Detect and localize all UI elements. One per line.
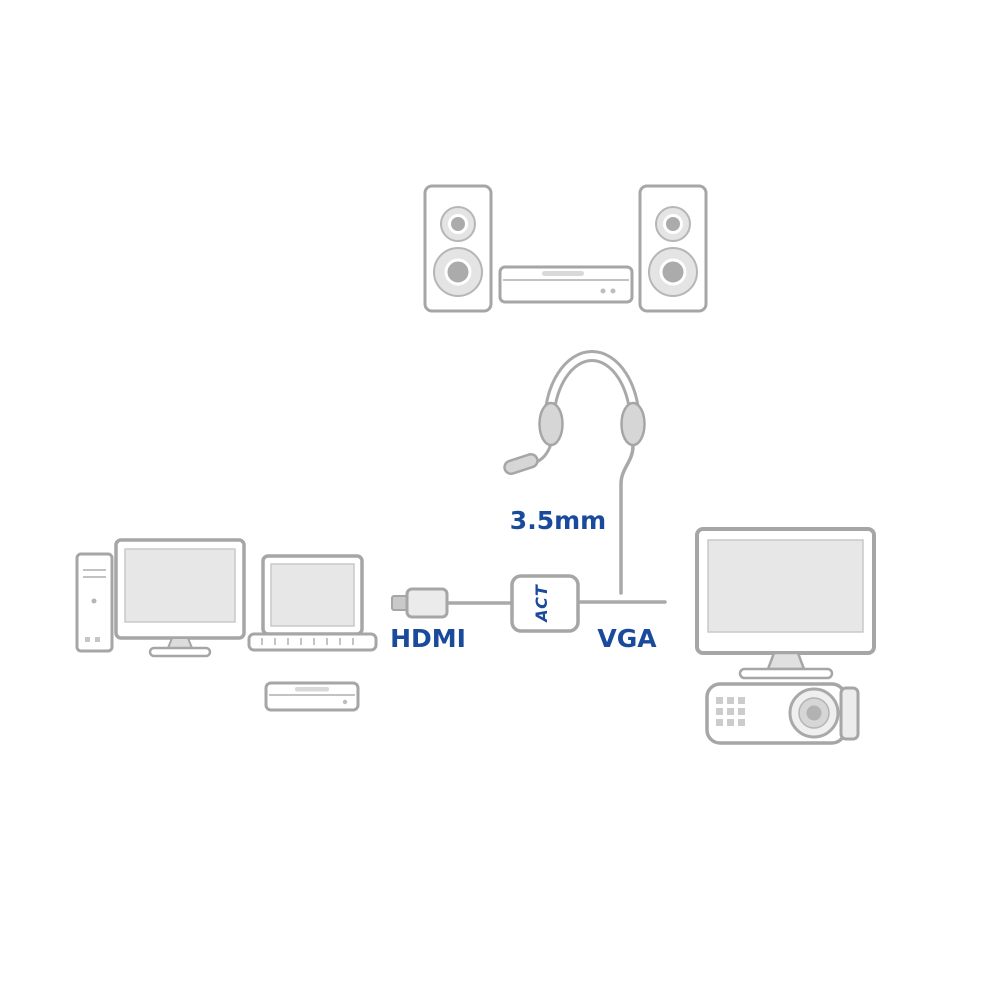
vga-monitor-icon [695,527,876,680]
hdmi-label: HDMI [390,624,466,653]
av-receiver-icon [498,265,634,304]
monitor-screen [124,548,236,623]
desktop-monitor-icon [114,538,246,658]
audio-jack-label: 3.5mm [510,506,606,535]
audio-cable-line [619,444,635,595]
vga-label: VGA [597,624,657,653]
cables [445,444,667,605]
microphone-icon [503,453,539,475]
desktop-pc-icon [75,552,114,653]
adapter-brand-label: ACT [532,584,551,624]
dvd-player-icon [264,681,360,712]
projector-icon [705,682,860,745]
laptop-screen [270,563,355,627]
hdmi-plug-icon [391,587,449,619]
laptop-keyboard [261,638,354,645]
hdmi-to-vga-adapter-icon: ACT [510,574,580,633]
vga-monitor-screen [707,539,864,633]
headset-icon [503,350,646,475]
laptop-icon [247,554,378,652]
speaker-right-icon [638,184,708,313]
speaker-left-icon [423,184,493,313]
projector-vents [716,697,745,726]
